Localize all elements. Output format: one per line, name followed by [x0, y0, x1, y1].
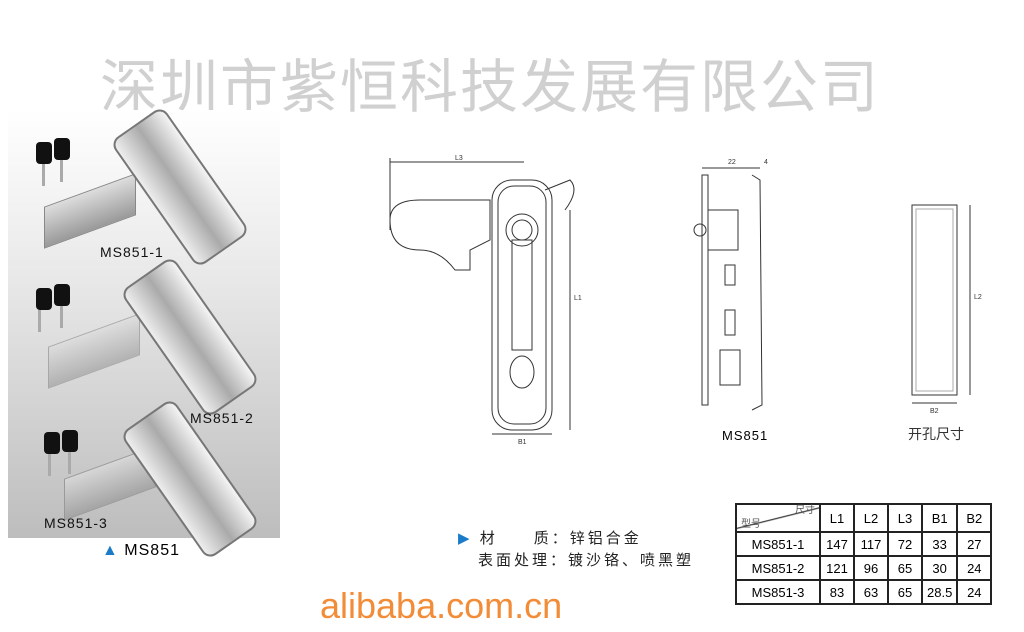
value-cell: 28.5 — [920, 579, 959, 605]
key-icon — [54, 138, 70, 160]
key-icon — [44, 432, 60, 454]
product-image-ms851-2 — [119, 255, 261, 419]
key-icon — [36, 288, 52, 310]
value-cell: 147 — [819, 531, 855, 557]
side-view-label: MS851 — [722, 428, 769, 443]
triangle-right-icon: ▶ — [458, 530, 473, 547]
material-label: 材 质： — [479, 530, 570, 547]
key-blade — [60, 306, 63, 328]
key-icon — [36, 142, 52, 164]
value-cell: 72 — [887, 531, 923, 557]
side-dim-4: 4 — [764, 159, 768, 166]
dim-l3: L3 — [455, 155, 463, 162]
value-cell: 24 — [956, 555, 993, 581]
dim-l1: L1 — [574, 295, 582, 302]
series-label: MS851 — [124, 542, 180, 559]
value-cell: 65 — [887, 579, 923, 605]
value-cell: 83 — [819, 579, 855, 605]
side-dim-22: 22 — [728, 159, 736, 166]
table-header-row: 尺寸 型号 L1 L2 L3 B1 B2 — [735, 503, 993, 533]
product-label: MS851-3 — [44, 515, 108, 531]
surface-label: 表面处理： — [478, 552, 569, 569]
company-watermark: 深圳市紫恒科技发展有限公司 — [100, 53, 881, 121]
header-cell: L1 — [819, 503, 855, 533]
table-corner-cell: 尺寸 型号 — [735, 503, 821, 533]
table-row: MS851-3 83 63 65 28.5 24 — [735, 579, 993, 605]
key-blade — [38, 310, 41, 332]
key-blade — [60, 160, 63, 182]
key-blade — [42, 164, 45, 186]
value-cell: 30 — [920, 555, 959, 581]
handle-image — [44, 173, 136, 249]
table-row: MS851-2 121 96 65 30 24 — [735, 555, 993, 581]
header-cell: L3 — [887, 503, 923, 533]
front-view-drawing: L3 L1 B1 — [389, 155, 582, 446]
value-cell: 24 — [956, 579, 993, 605]
cutout-dim-l2: L2 — [974, 294, 982, 301]
product-photo-panel: MS851-1 MS851-2 MS851-3 — [8, 105, 280, 561]
side-view-drawing: 22 4 — [693, 159, 768, 411]
value-cell: 96 — [853, 555, 889, 581]
value-cell: 65 — [887, 555, 923, 581]
model-cell: MS851-2 — [735, 555, 821, 581]
value-cell: 27 — [956, 531, 993, 557]
value-cell: 117 — [853, 531, 889, 557]
header-cell: B1 — [920, 503, 959, 533]
product-label: MS851-1 — [100, 244, 164, 260]
value-cell: 63 — [853, 579, 889, 605]
value-cell: 121 — [819, 555, 855, 581]
model-cell: MS851-3 — [735, 579, 821, 605]
surface-value: 镀沙铬、喷黑塑 — [568, 552, 695, 569]
series-title: ▲ MS851 — [102, 542, 180, 560]
key-icon — [62, 430, 78, 452]
key-blade — [68, 452, 71, 474]
cutout-label: 开孔尺寸 — [908, 426, 964, 442]
dim-b1: B1 — [518, 439, 527, 446]
specs: ▶ 材 质：锌铝合金 表面处理：镀沙铬、喷黑塑 — [458, 528, 694, 572]
model-cell: MS851-1 — [735, 531, 821, 557]
header-cell: L2 — [853, 503, 889, 533]
site-watermark: alibaba.com.cn — [320, 585, 563, 626]
cutout-drawing: L2 B2 — [911, 204, 982, 415]
table-row: MS851-1 147 117 72 33 27 — [735, 531, 993, 557]
corner-bottom-label: 型号 — [741, 519, 761, 530]
corner-top-label: 尺寸 — [795, 505, 815, 516]
key-icon — [54, 284, 70, 306]
header-cell: B2 — [956, 503, 993, 533]
product-label: MS851-2 — [190, 410, 254, 426]
key-blade — [48, 454, 51, 476]
material-value: 锌铝合金 — [569, 530, 642, 547]
value-cell: 33 — [920, 531, 959, 557]
triangle-icon: ▲ — [102, 542, 119, 559]
dimension-table: 尺寸 型号 L1 L2 L3 B1 B2 MS851-1 147 117 72 … — [735, 503, 993, 605]
cutout-dim-b2: B2 — [930, 408, 939, 415]
